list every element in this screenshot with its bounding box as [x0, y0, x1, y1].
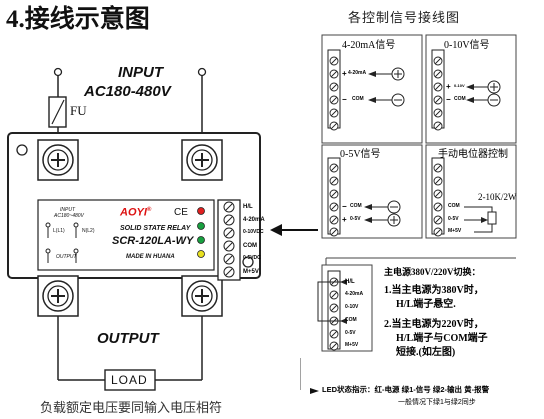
load-box [104, 369, 156, 391]
relay-input-range: AC180~480V [54, 213, 84, 219]
mount-hole [16, 144, 28, 156]
signal-panels [300, 34, 517, 390]
input-label: INPUT [118, 64, 163, 81]
ref-label: M+5V [448, 228, 462, 234]
plus-label: + [342, 215, 347, 224]
minus-label: − [342, 202, 347, 211]
relay-model: SCR-120LA-WY [112, 235, 194, 247]
terminal-label: M+5V [243, 269, 259, 275]
com-label: COM [448, 203, 460, 209]
terminal-label: 0-5VDC [243, 255, 261, 261]
relay-n2: N(L2) [82, 228, 95, 234]
led-note-arrow-icon [310, 388, 319, 394]
panel-title-0-10v: 0-10V信号 [444, 40, 490, 51]
led-note-line2: 一般情况下绿1与绿2同步 [398, 399, 476, 406]
input-terminal-right [197, 67, 207, 77]
switch-item2: 2.当主电源为220V时， [384, 319, 484, 330]
relay-output-small: OUTPUT [56, 254, 77, 260]
relay-made: MADE IN HUANA [126, 254, 175, 260]
switch-terminal-label: M+5V [345, 342, 359, 348]
switch-terminal-label: COM [345, 317, 357, 323]
switch-item2c: 短接.(如左图) [396, 347, 456, 358]
fuse-label: FU [70, 103, 87, 118]
switch-item1b: H/L端子悬空. [396, 299, 456, 310]
potentiometer-spec: 2-10K/2W [478, 192, 517, 202]
output-label: OUTPUT [97, 330, 159, 347]
relay-l1: L(L1) [53, 228, 65, 234]
ce-mark: CE [174, 207, 188, 218]
bottom-caption: 负载额定电压要同输入电压相符 [40, 400, 223, 415]
led-note-line1: LED状态指示：红-电源 绿1-信号 绿2-输出 黄-报警 [322, 385, 490, 394]
led-green-signal [197, 222, 205, 230]
panel-title-0-5v: 0-5V信号 [340, 149, 381, 160]
led-green-output [197, 236, 205, 244]
mount-hole [242, 256, 254, 268]
terminal-label: 4-20mA [243, 217, 265, 223]
screw-terminal-top-right [181, 139, 223, 181]
input-voltage: AC180-480V [84, 83, 171, 100]
switch-terminal-label: 0-5V [345, 330, 356, 336]
wiring-diagram [7, 67, 261, 391]
arrow-to-terminal [270, 224, 318, 236]
terminal-label: H/L [243, 204, 253, 210]
relay-type: SOLID STATE RELAY [120, 225, 191, 232]
switch-terminal-label: H/L [345, 279, 355, 285]
switch-item1: 1.当主电源为380V时， [384, 285, 484, 296]
switch-terminal-label: 0-10V [345, 304, 359, 310]
signal-label: 0-5V [448, 216, 459, 222]
com-label: COM [454, 96, 466, 102]
switch-terminal-label: 4-20mA [345, 291, 364, 297]
plus-label: + [446, 82, 451, 91]
terminal-label: 0-10VDC [243, 229, 264, 235]
signal-label: 0-10V [454, 83, 465, 88]
screw-terminal-bottom-right [181, 275, 223, 317]
page-title: 4.接线示意图 [6, 6, 150, 33]
load-label: LOAD [111, 373, 148, 387]
signal-label: 4-20mA [348, 70, 367, 76]
panel-title-4-20ma: 4-20mA信号 [342, 40, 396, 51]
screw-terminal-top-left [37, 139, 79, 181]
switch-title: 主电源380V/220V切换： [384, 267, 481, 277]
relay-brand: AOYI® [120, 206, 152, 219]
led-red-power [197, 207, 205, 215]
minus-label: − [446, 95, 451, 104]
minus-label: − [342, 95, 347, 104]
com-label: COM [352, 96, 364, 102]
com-label: COM [350, 203, 362, 209]
relay-input-small: INPUT [60, 207, 75, 213]
led-yellow-alarm [197, 250, 205, 258]
panel-title-potentiometer: 手动电位器控制 [438, 149, 508, 160]
control-terminal-strip [217, 199, 241, 281]
signal-label: 0-5V [350, 216, 361, 222]
input-terminal-left [53, 67, 63, 77]
signals-title: 各控制信号接线图 [348, 10, 461, 25]
switch-item2b: H/L端子与COM端子 [396, 333, 488, 344]
terminal-label: COM [243, 243, 257, 249]
plus-label: + [342, 69, 347, 78]
screw-terminal-bottom-left [37, 275, 79, 317]
